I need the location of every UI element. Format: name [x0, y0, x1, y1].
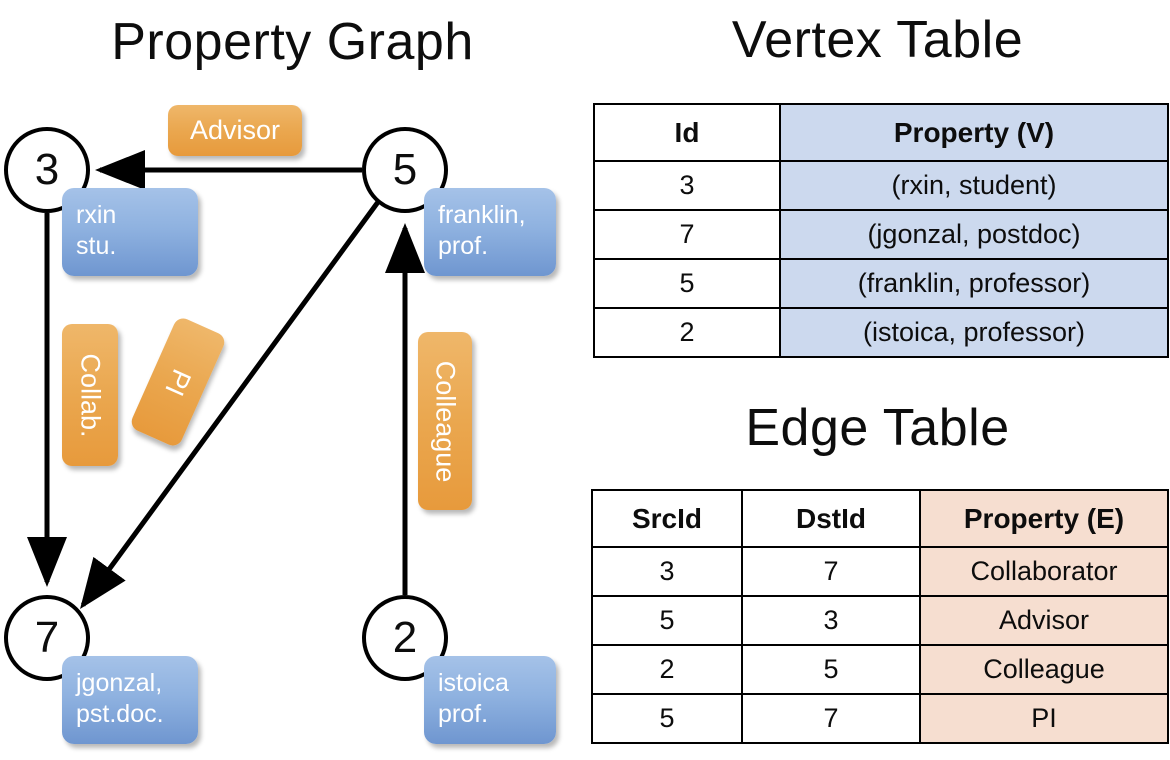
- graph-edge-label-collab-text: Collab.: [75, 352, 106, 438]
- vertex-table-header-property: Property (V): [779, 103, 1169, 162]
- vertex-table-cell-id: 7: [593, 209, 781, 260]
- graph-edge-5-7: [80, 200, 381, 610]
- graph-vertex-2-property-line1: istoica: [438, 669, 509, 697]
- vertex-table-cell-property: (franklin, professor): [779, 258, 1169, 309]
- edge-table-cell-srcid: 3: [591, 546, 743, 597]
- graph-vertex-7-id: 7: [34, 613, 60, 662]
- edge-table-header-property: Property (E): [919, 489, 1169, 548]
- edge-table-cell-property: Advisor: [919, 595, 1169, 646]
- graph-vertex-5-property-box: franklin, prof.: [424, 188, 556, 276]
- edge-table-cell-srcid: 5: [591, 693, 743, 744]
- edge-table-cell-dstid: 5: [741, 644, 921, 695]
- graph-vertex-5-property-line1: franklin,: [438, 201, 526, 229]
- edge-table-cell-dstid: 7: [741, 546, 921, 597]
- page-title-property-graph: Property Graph: [111, 13, 474, 71]
- graph-vertex-3-property-line2: stu.: [76, 232, 117, 260]
- vertex-table-cell-property: (istoica, professor): [779, 307, 1169, 358]
- edge-table-header-row: SrcId DstId Property (E): [591, 489, 1169, 548]
- graph-vertex-5-id: 5: [392, 145, 418, 194]
- graph-vertex-7-property-line2: pst.doc.: [76, 700, 164, 728]
- graph-edge-label-advisor: Advisor: [168, 105, 302, 156]
- graph-vertex-7-property-box: jgonzal, pst.doc.: [62, 656, 198, 744]
- graph-edge-label-advisor-text: Advisor: [189, 115, 281, 145]
- vertex-table-header-row: Id Property (V): [593, 103, 1169, 162]
- edge-table-cell-property: Collaborator: [919, 546, 1169, 597]
- graph-edge-label-collab: Collab.: [62, 324, 118, 466]
- graph-vertex-7-property-line1: jgonzal,: [76, 669, 163, 697]
- graph-vertex-2[interactable]: 2: [362, 595, 448, 681]
- graph-vertex-2-id: 2: [392, 613, 418, 662]
- edge-table-cell-property: PI: [919, 693, 1169, 744]
- page-title-vertex-table: Vertex Table: [731, 11, 1024, 69]
- edge-table-header-dstid: DstId: [741, 489, 921, 548]
- graph-edge-lines: [27, 150, 425, 610]
- table-row: 3 7 Collaborator: [591, 546, 1169, 597]
- edge-table: SrcId DstId Property (E) 3 7 Collaborato…: [591, 489, 1169, 744]
- edge-table-cell-srcid: 2: [591, 644, 743, 695]
- graph-edge-label-colleague: Colleague: [418, 332, 472, 510]
- table-row: 5 (franklin, professor): [593, 258, 1169, 309]
- page-title-edge-table: Edge Table: [745, 399, 1010, 457]
- graph-vertex-2-property-line2: prof.: [438, 700, 489, 728]
- edge-table-cell-srcid: 5: [591, 595, 743, 646]
- edge-table-cell-dstid: 3: [741, 595, 921, 646]
- edge-table-cell-dstid: 7: [741, 693, 921, 744]
- graph-edge-label-colleague-text: Colleague: [430, 360, 461, 482]
- edge-table-cell-property: Colleague: [919, 644, 1169, 695]
- graph-vertex-3-property-box: rxin stu.: [62, 188, 198, 276]
- table-row: 2 5 Colleague: [591, 644, 1169, 695]
- vertex-table-cell-id: 2: [593, 307, 781, 358]
- vertex-table-cell-id: 3: [593, 160, 781, 211]
- graph-vertex-3-property-line1: rxin: [76, 201, 117, 229]
- graph-edge-label-pi-text: PI: [159, 364, 198, 400]
- table-row: 3 (rxin, student): [593, 160, 1169, 211]
- table-row: 5 3 Advisor: [591, 595, 1169, 646]
- edge-table-header-srcid: SrcId: [591, 489, 743, 548]
- graph-vertex-3-id: 3: [34, 145, 60, 194]
- vertex-table-cell-property: (rxin, student): [779, 160, 1169, 211]
- table-row: 2 (istoica, professor): [593, 307, 1169, 358]
- graph-vertex-5-property-line2: prof.: [438, 232, 489, 260]
- vertex-table-header-id: Id: [593, 103, 781, 162]
- table-row: 5 7 PI: [591, 693, 1169, 744]
- vertex-table: Id Property (V) 3 (rxin, student) 7 (jgo…: [593, 103, 1169, 358]
- graph-vertex-2-property-box: istoica prof.: [424, 656, 556, 744]
- graph-vertex-5[interactable]: 5: [362, 127, 448, 213]
- table-row: 7 (jgonzal, postdoc): [593, 209, 1169, 260]
- property-graph-diagram: 3 5 7 2 rxin stu. franklin, prof. jgonza…: [4, 105, 556, 744]
- vertex-table-cell-property: (jgonzal, postdoc): [779, 209, 1169, 260]
- vertex-table-cell-id: 5: [593, 258, 781, 309]
